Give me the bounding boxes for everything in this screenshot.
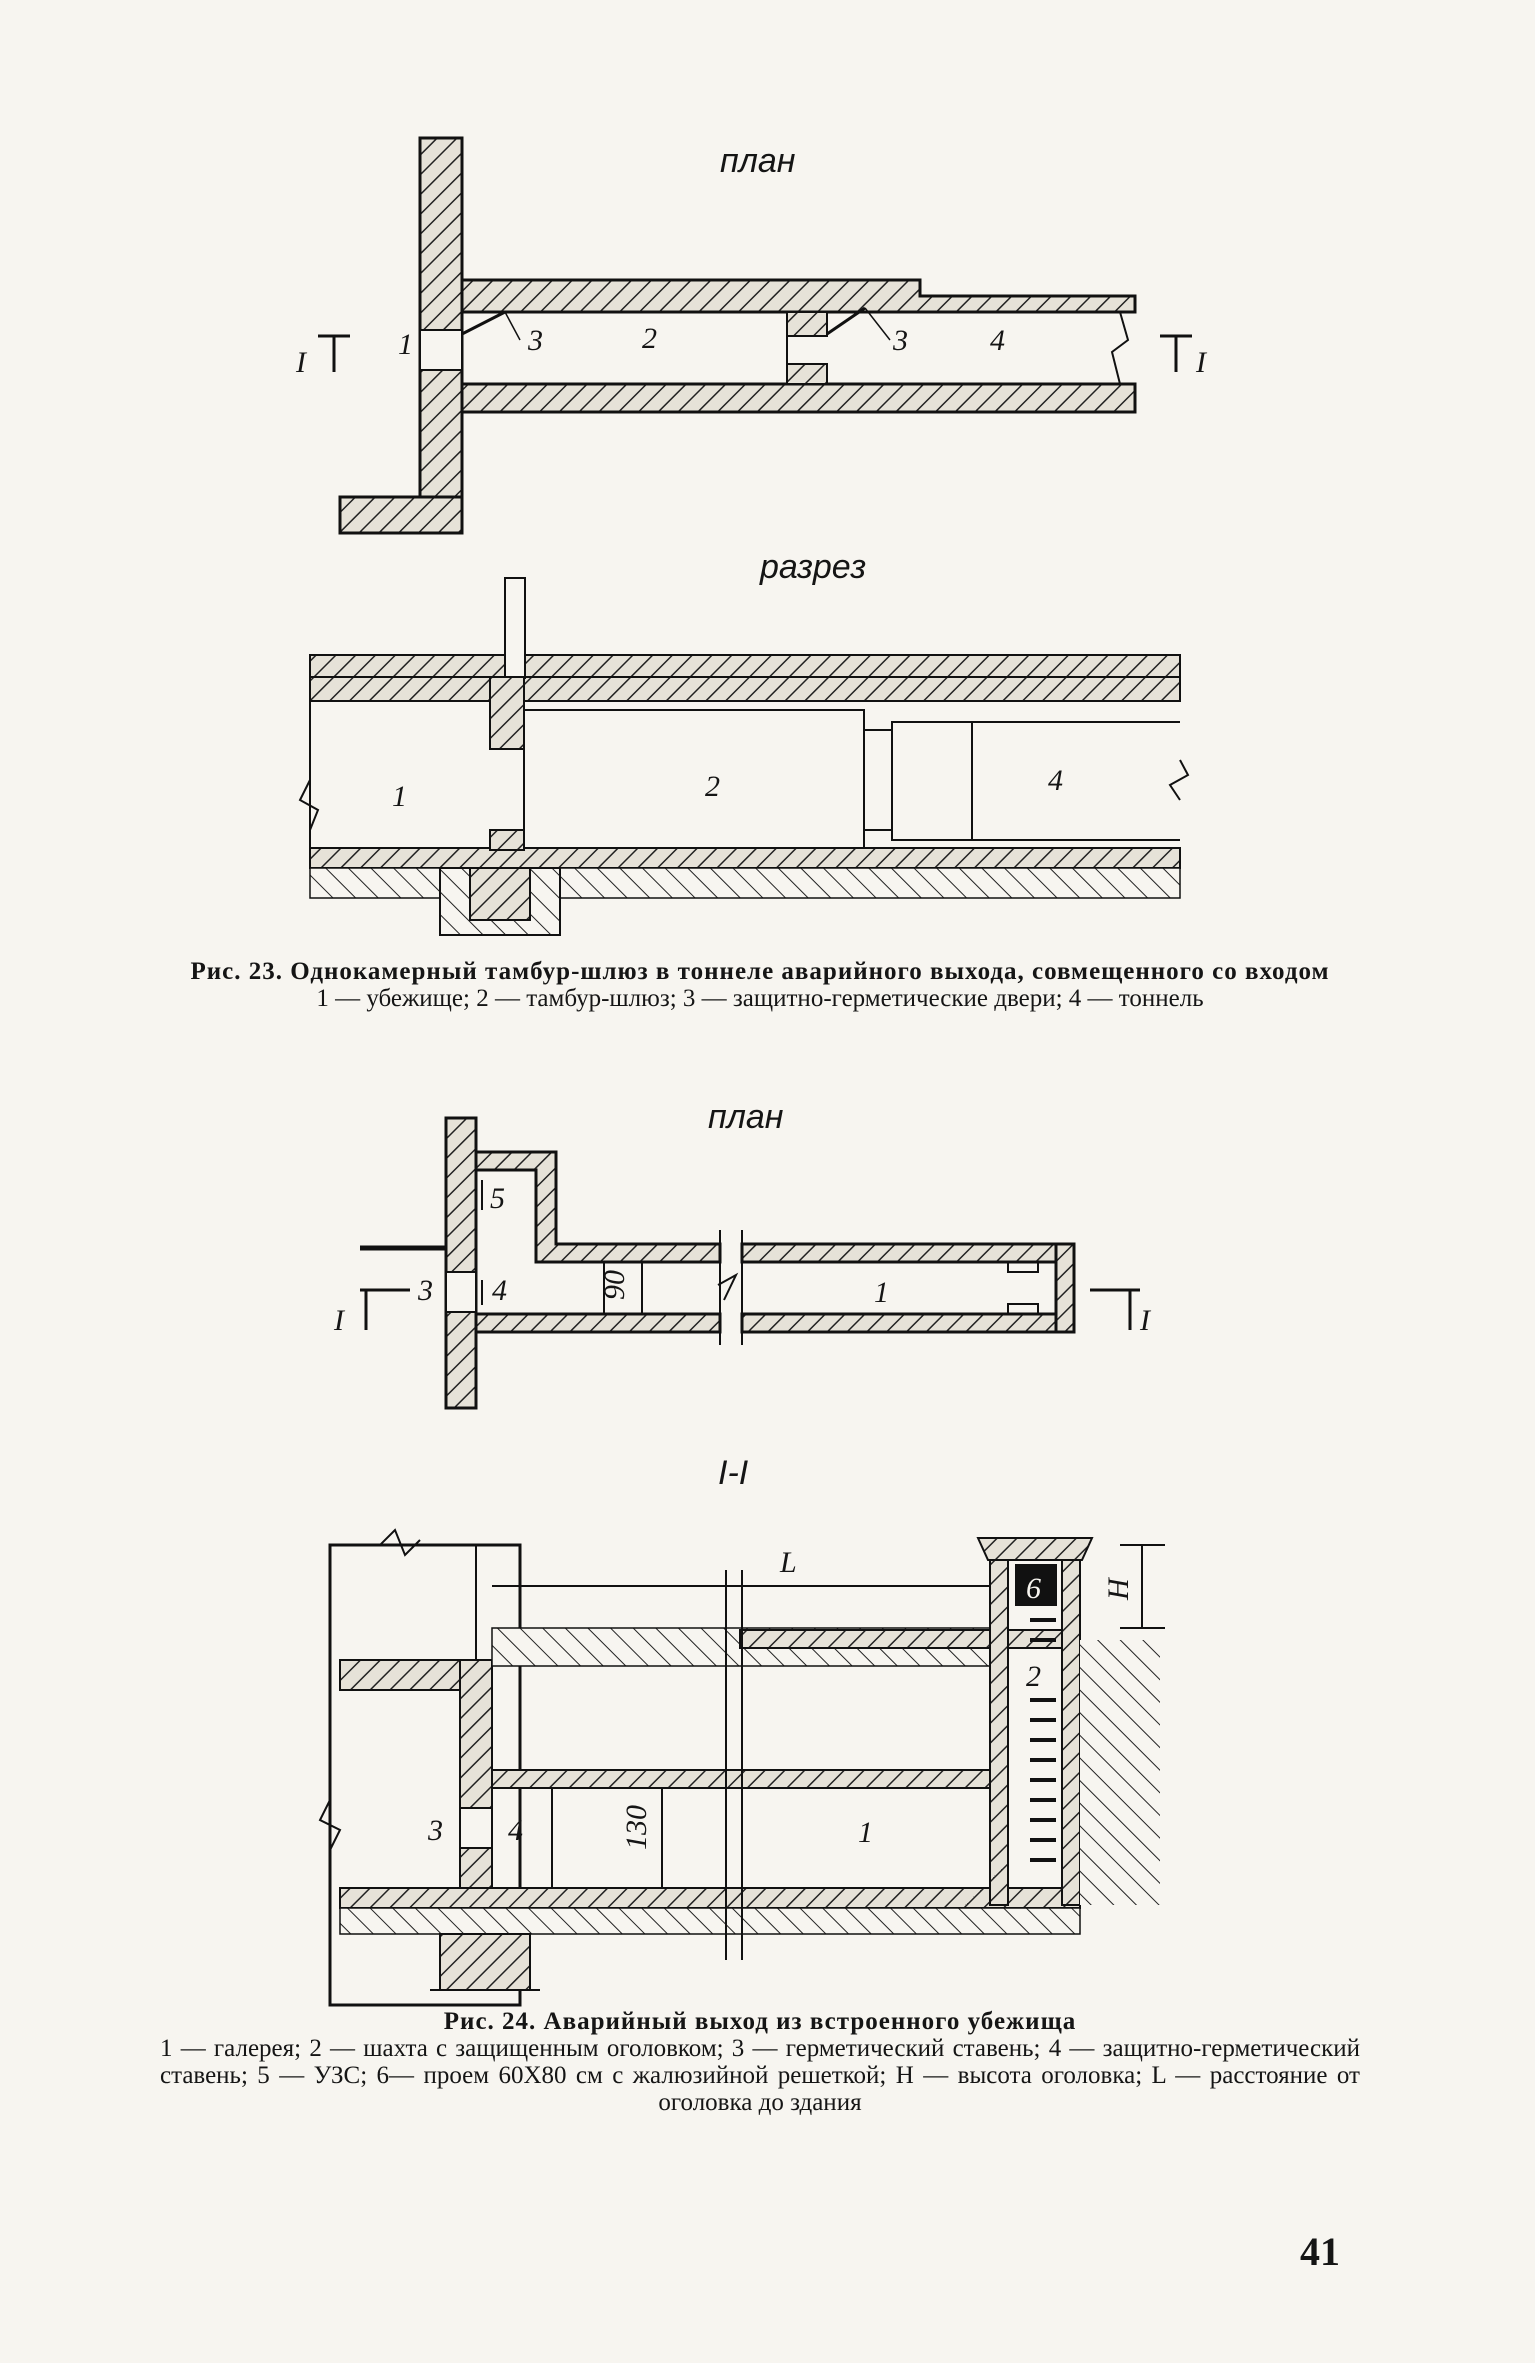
fig24-section-label-1: 1 bbox=[858, 1816, 873, 1849]
fig24-plan-label-90: 90 bbox=[598, 1270, 631, 1300]
fig24-section-label-130: 130 bbox=[620, 1805, 653, 1850]
fig23-plan-label-3a: 3 bbox=[527, 324, 543, 357]
fig24-plan bbox=[360, 1116, 1140, 1410]
fig24-section-label-L: L bbox=[779, 1546, 797, 1579]
fig23-caption: Рис. 23. Однокамерный тамбур-шлюз в тонн… bbox=[160, 958, 1360, 1012]
fig24-section-label-H: H bbox=[1102, 1576, 1135, 1601]
fig24-plan-label-3: 3 bbox=[417, 1274, 433, 1307]
fig23-plan-label-4: 4 bbox=[990, 324, 1005, 357]
fig23-plan-label-3b: 3 bbox=[892, 324, 908, 357]
fig23-caption-title: Рис. 23. Однокамерный тамбур-шлюз в тонн… bbox=[190, 958, 1330, 985]
fig24-section-mark-left: I bbox=[333, 1304, 346, 1337]
fig23-section-title: разрез bbox=[759, 548, 866, 586]
fig23-section-mark-left: I bbox=[295, 346, 308, 379]
fig24-plan-title: план bbox=[708, 1098, 784, 1136]
fig24-plan-label-4: 4 bbox=[492, 1274, 507, 1307]
fig23-plan-label-1: 1 bbox=[398, 328, 413, 361]
fig23-section-label-2: 2 bbox=[705, 770, 720, 803]
fig24-section-label-2: 2 bbox=[1026, 1660, 1041, 1693]
fig24-caption-legend: 1 — галерея; 2 — шахта с защищенным огол… bbox=[160, 2035, 1360, 2116]
fig23-caption-legend: 1 — убежище; 2 — тамбур-шлюз; 3 — защитн… bbox=[316, 985, 1204, 1012]
fig24-caption-title: Рис. 24. Аварийный выход из встроенного … bbox=[443, 2008, 1077, 2035]
fig24-caption: Рис. 24. Аварийный выход из встроенного … bbox=[160, 2008, 1360, 2116]
fig23-section bbox=[298, 577, 1190, 936]
fig23-section-mark-right: I bbox=[1195, 346, 1208, 379]
fig23-section-label-1: 1 bbox=[392, 780, 407, 813]
fig24-section-label-3: 3 bbox=[427, 1814, 443, 1847]
fig23-plan-label-2: 2 bbox=[642, 322, 657, 355]
fig24-section bbox=[318, 1528, 1165, 2007]
fig24-section-mark-right: I bbox=[1139, 1304, 1152, 1337]
fig24-section-label-6: 6 bbox=[1026, 1572, 1041, 1605]
fig23-plan-title: план bbox=[720, 142, 796, 180]
fig24-section-label-4: 4 bbox=[508, 1814, 523, 1847]
fig24-plan-label-1: 1 bbox=[874, 1276, 889, 1309]
fig23-section-label-4: 4 bbox=[1048, 764, 1063, 797]
page-number: 41 bbox=[1300, 2229, 1340, 2274]
fig23-plan bbox=[318, 136, 1192, 535]
fig24-section-title: I-I bbox=[718, 1454, 749, 1492]
fig24-plan-label-5: 5 bbox=[490, 1182, 505, 1215]
